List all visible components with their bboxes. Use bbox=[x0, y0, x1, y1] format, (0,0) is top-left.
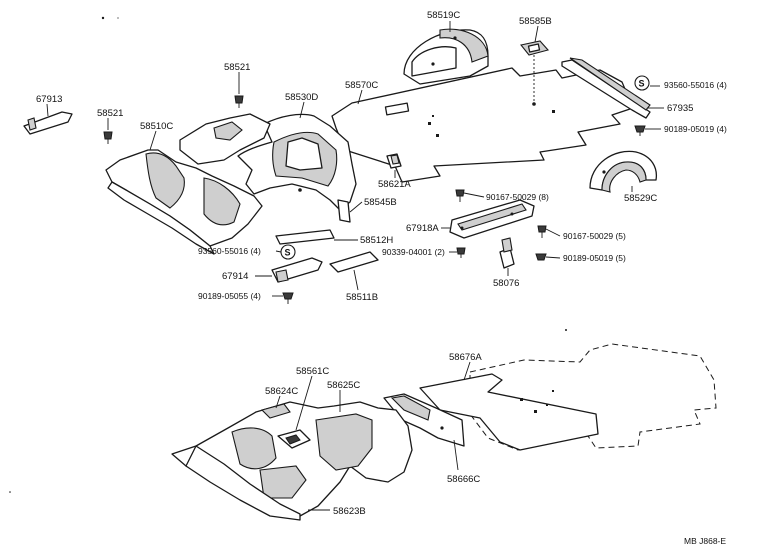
bolt-90339-04001 bbox=[456, 247, 466, 258]
label-67913: 67913 bbox=[36, 94, 62, 105]
fastener-s-93560-left: S bbox=[280, 244, 296, 260]
pad-58585b bbox=[520, 40, 550, 106]
bracket-58545b bbox=[337, 199, 351, 223]
label-58621a: 58621A bbox=[378, 179, 411, 190]
bolt-90167-50029-8 bbox=[455, 189, 465, 202]
label-93560-55016-top: 93560-55016 (4) bbox=[664, 80, 727, 90]
label-90167-50029-5: 90167-50029 (5) bbox=[563, 231, 626, 241]
wheelhouse-cover-58519c bbox=[403, 28, 489, 85]
plate-58511b bbox=[329, 251, 379, 273]
floor-mat-58676a bbox=[419, 373, 599, 451]
center-mat-58530d bbox=[237, 113, 357, 211]
panel-58666c bbox=[383, 393, 465, 447]
label-67918a: 67918A bbox=[406, 223, 439, 234]
label-58512h: 58512H bbox=[360, 235, 393, 246]
svg-text:S: S bbox=[639, 79, 645, 89]
label-58519c: 58519C bbox=[427, 10, 460, 21]
svg-text:S: S bbox=[285, 248, 291, 258]
bracket-67918a bbox=[449, 199, 535, 239]
part-labels: 58519C 58585B 58521 58530D 58570C 93560-… bbox=[36, 10, 727, 546]
floor-mat-58570c bbox=[331, 67, 634, 183]
label-93560-55016-left: 93560-55016 (4) bbox=[198, 246, 261, 256]
bolt-90189-05019-top bbox=[634, 125, 646, 136]
print-specks bbox=[9, 16, 567, 493]
block-58621a bbox=[386, 153, 402, 169]
label-67914: 67914 bbox=[222, 271, 248, 282]
label-58623b: 58623B bbox=[333, 506, 366, 517]
mat-upper-58521 bbox=[179, 113, 271, 165]
label-58529c: 58529C bbox=[624, 193, 657, 204]
bolt-90189-05055 bbox=[282, 292, 294, 304]
bracket-67913 bbox=[23, 111, 73, 135]
label-90167-50029-8: 90167-50029 (8) bbox=[486, 192, 549, 202]
label-67935: 67935 bbox=[667, 103, 693, 114]
label-90189-05055: 90189-05055 (4) bbox=[198, 291, 261, 301]
label-90189-05019-5: 90189-05019 (5) bbox=[563, 253, 626, 263]
strip-67935 bbox=[561, 57, 651, 119]
plate-58512h bbox=[275, 229, 335, 245]
label-58561c: 58561C bbox=[296, 366, 329, 377]
label-58624c: 58624C bbox=[265, 386, 298, 397]
fastener-s-93560-top: S bbox=[634, 75, 650, 91]
label-58666c: 58666C bbox=[447, 474, 480, 485]
label-90189-05019-top: 90189-05019 (4) bbox=[664, 124, 727, 134]
piece-58561c bbox=[277, 429, 311, 449]
leader-lines bbox=[46, 21, 664, 511]
diagram-code: MB J868-E bbox=[684, 536, 726, 546]
label-58521-a: 58521 bbox=[224, 62, 250, 73]
front-mat-58623b bbox=[171, 401, 413, 521]
part-58076 bbox=[499, 237, 515, 269]
label-58545b: 58545B bbox=[364, 197, 397, 208]
label-58530d: 58530D bbox=[285, 92, 318, 103]
label-58570c: 58570C bbox=[345, 80, 378, 91]
bracket-67914 bbox=[271, 257, 323, 283]
clip-58521-b bbox=[103, 131, 113, 144]
label-58511b: 58511B bbox=[346, 292, 378, 303]
label-58510c: 58510C bbox=[140, 121, 173, 132]
label-58076: 58076 bbox=[493, 278, 519, 289]
bolt-90189-05019-5 bbox=[535, 253, 547, 261]
label-90339-04001: 90339-04001 (2) bbox=[382, 247, 445, 257]
bolt-90167-50029-5 bbox=[537, 225, 547, 238]
label-58521-b: 58521 bbox=[97, 108, 123, 119]
label-58676a: 58676A bbox=[449, 352, 482, 363]
label-58585b: 58585B bbox=[519, 16, 552, 27]
clip-58521-a bbox=[234, 95, 244, 108]
front-mat-58510c bbox=[105, 149, 263, 255]
wheelhouse-cover-58529c bbox=[589, 150, 658, 193]
floor-outline-dashed bbox=[469, 343, 717, 451]
label-58625c: 58625C bbox=[327, 380, 360, 391]
